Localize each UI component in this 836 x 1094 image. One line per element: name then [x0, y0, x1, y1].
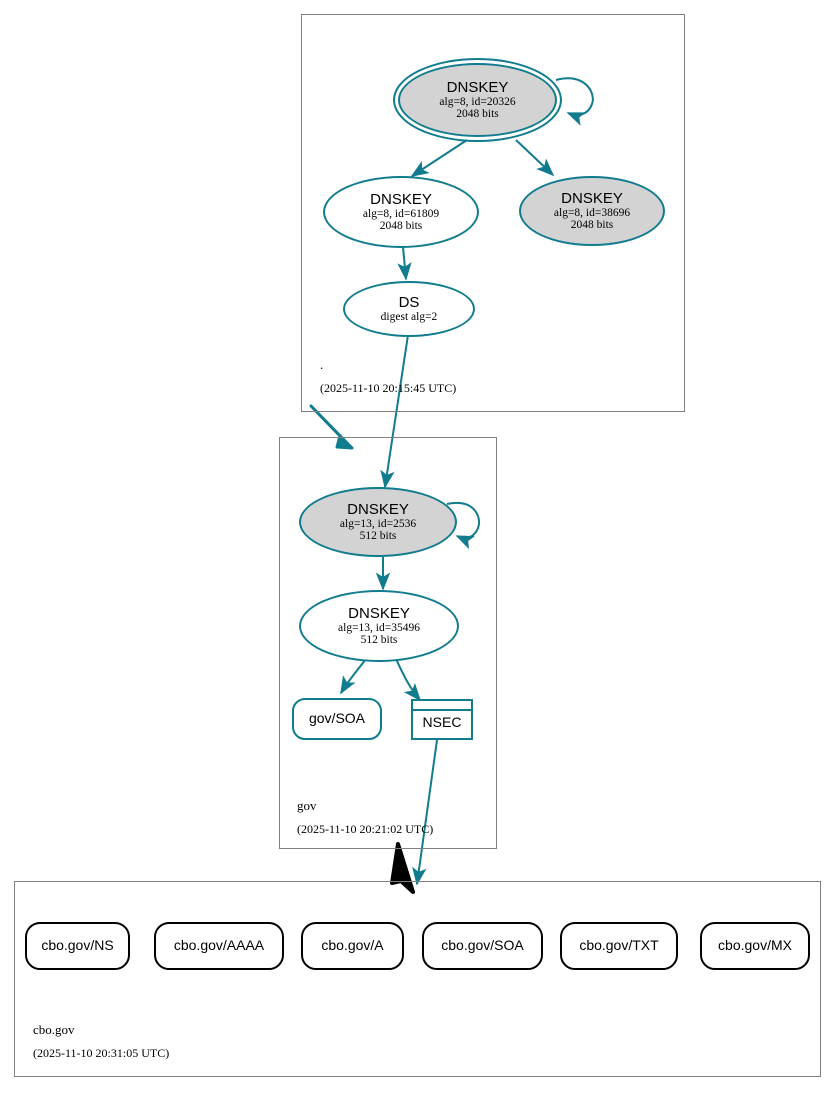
node-rrset-cbo-aaaa[interactable]: cbo.gov/AAAA: [154, 922, 284, 970]
rrset-label: cbo.gov/SOA: [441, 937, 524, 954]
node-ds-root[interactable]: DS digest alg=2: [343, 281, 475, 337]
node-params: alg=8, id=20326: [439, 95, 516, 108]
node-rrset-cbo-soa[interactable]: cbo.gov/SOA: [422, 922, 543, 970]
rrset-label: cbo.gov/A: [321, 937, 384, 954]
node-dnskey-gov-ksk-2536[interactable]: DNSKEY alg=13, id=2536 512 bits: [299, 487, 457, 557]
zone-timestamp-gov: (2025-11-10 20:21:02 UTC): [297, 822, 434, 836]
node-title: DNSKEY: [370, 190, 432, 208]
node-nsec-header-strip: [413, 701, 471, 711]
rrset-label: cbo.gov/TXT: [579, 937, 659, 954]
node-ring-outer-root-ksk: [393, 58, 562, 142]
edge-self-sign-root-ksk: [555, 77, 594, 126]
zone-box-cbo-gov: [14, 881, 821, 1077]
zone-label-gov: gov: [297, 798, 317, 813]
node-nsec-gov[interactable]: [411, 699, 473, 740]
node-rrset-cbo-txt[interactable]: cbo.gov/TXT: [560, 922, 678, 970]
edge-self-sign-gov-ksk: [446, 501, 480, 550]
node-title: DNSKEY: [446, 78, 509, 96]
zone-label-cbo-gov: cbo.gov: [33, 1022, 75, 1037]
node-dnskey-root-key-38696[interactable]: DNSKEY alg=8, id=38696 2048 bits: [519, 176, 665, 246]
edge-sign-gov-zsk-to-nsec: [395, 658, 422, 702]
node-keysize: 2048 bits: [456, 108, 499, 121]
node-keysize: 512 bits: [359, 530, 397, 543]
node-dnskey-root-ksk-20326[interactable]: DNSKEY alg=8, id=20326 2048 bits: [398, 63, 557, 137]
zone-label-root: .: [320, 357, 324, 372]
rrset-label: gov/SOA: [308, 710, 366, 727]
zone-box-gov: [279, 437, 497, 849]
node-params: alg=13, id=2536: [339, 517, 417, 530]
node-title: DNSKEY: [347, 500, 409, 518]
edge-sign-root-ksk-to-key38696: [515, 139, 555, 177]
node-rrset-gov-soa[interactable]: gov/SOA: [292, 698, 382, 740]
node-params: alg=8, id=38696: [553, 206, 631, 219]
edge-nsec-to-cbo-zone: [412, 739, 438, 886]
node-dnskey-root-zsk-61809[interactable]: DNSKEY alg=8, id=61809 2048 bits: [323, 176, 479, 248]
node-dnskey-gov-zsk-35496[interactable]: DNSKEY alg=13, id=35496 512 bits: [299, 590, 459, 662]
edge-sign-gov-zsk-to-soa: [340, 658, 367, 695]
edge-sign-root-ksk-to-zsk61809: [410, 139, 468, 177]
zone-timestamp-cbo-gov: (2025-11-10 20:31:05 UTC): [33, 1046, 170, 1060]
node-nsec-label: NSEC: [422, 714, 462, 730]
node-keysize: 2048 bits: [379, 220, 423, 233]
node-title: DNSKEY: [561, 189, 623, 207]
zone-timestamp-root: (2025-11-10 20:15:45 UTC): [320, 381, 457, 395]
node-title: DNSKEY: [348, 604, 410, 622]
node-keysize: 512 bits: [360, 634, 398, 647]
node-rrset-cbo-ns[interactable]: cbo.gov/NS: [25, 922, 130, 970]
node-keysize: 2048 bits: [570, 219, 614, 232]
node-params: alg=8, id=61809: [362, 207, 440, 220]
node-params: alg=13, id=35496: [338, 621, 420, 634]
rrset-label: cbo.gov/MX: [718, 937, 792, 954]
edge-sign-zsk61809-to-ds: [397, 246, 412, 281]
rrset-label: cbo.gov/NS: [41, 937, 114, 954]
node-params: digest alg=2: [380, 310, 438, 323]
rrset-label: cbo.gov/AAAA: [173, 937, 265, 954]
zone-box-root: [301, 14, 685, 412]
node-rrset-cbo-a[interactable]: cbo.gov/A: [301, 922, 404, 970]
node-title: DS: [398, 293, 420, 311]
node-rrset-cbo-mx[interactable]: cbo.gov/MX: [700, 922, 810, 970]
